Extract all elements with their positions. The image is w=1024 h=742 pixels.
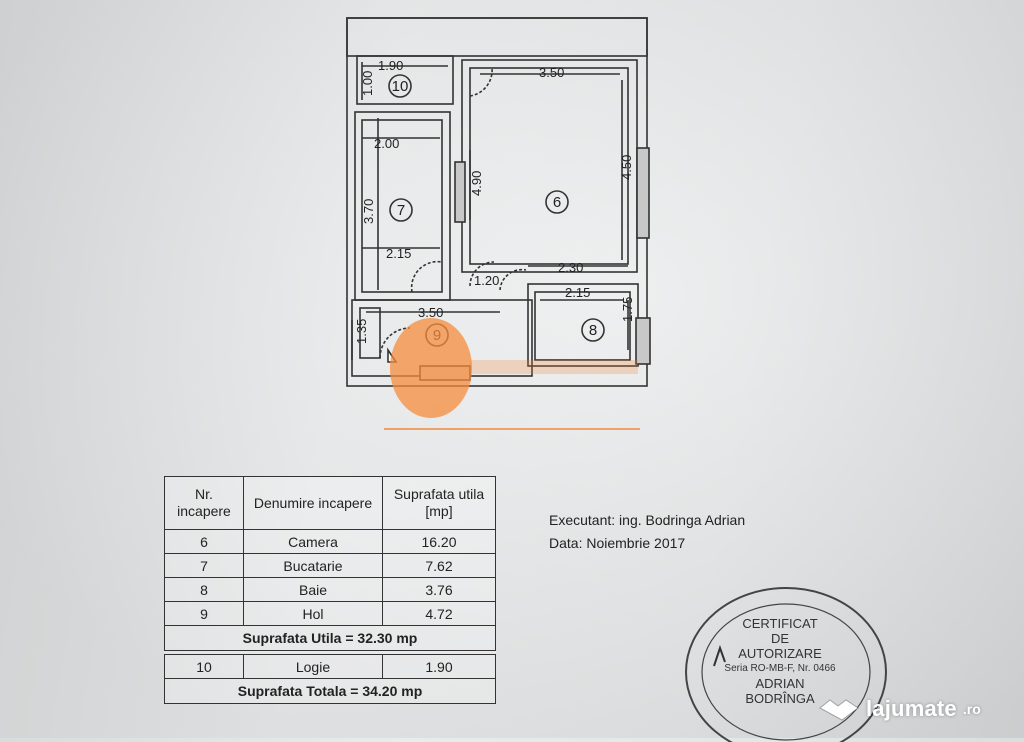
stamp-line: ADRIAN [755,676,805,691]
dim-label: 1.20 [474,273,499,288]
watermark-key-shaft [470,360,638,374]
watermark-underline [384,428,640,430]
cell-name: Logie [243,654,383,679]
col-header-name: Denumire incapere [243,476,383,530]
stamp-line: DE [770,631,790,646]
cell-nr: 6 [164,529,244,554]
table-row: 10 Logie 1.90 [164,654,496,679]
executant-block: Executant: ing. Bodringa Adrian Data: No… [549,509,745,555]
useful-total-row: Suprafata Utila = 32.30 mp [164,625,496,651]
stamp-line: CERTIFICAT [742,616,818,631]
cell-name: Camera [243,529,383,554]
table-row: 6 Camera 16.20 [164,529,496,554]
room-number: 8 [589,322,597,339]
table-row: 7 Bucatarie 7.62 [164,553,496,578]
grand-total-row: Suprafata Totala = 34.20 mp [164,678,496,704]
cell-name: Bucatarie [243,553,383,578]
cell-nr: 10 [164,654,244,679]
stamp-text: CERTIFICAT DE AUTORIZARE Seria RO-MB-F, … [705,616,855,706]
logo-brand: lajumate [866,696,957,721]
room-number: 6 [553,194,561,211]
dim-label: 3.70 [361,199,376,224]
cell-name: Baie [243,577,383,602]
cell-area: 16.20 [382,529,496,554]
dim-label: 2.15 [386,246,411,261]
table-row: 8 Baie 3.76 [164,577,496,602]
col-header-area: Suprafata utila [mp] [382,476,496,530]
logo-tld: .ro [962,701,981,717]
room-number: 10 [392,78,409,95]
cell-area: 7.62 [382,553,496,578]
grand-total: Suprafata Totala = 34.20 mp [164,678,496,704]
stamp-line: Seria RO-MB-F, Nr. 0466 [724,663,836,674]
dim-label: 4.90 [469,171,484,196]
dim-label: 1.75 [620,297,635,322]
dim-label: 4.50 [619,155,634,180]
watermark-key-icon [390,318,472,418]
table-header-row: Nr. incapere Denumire incapere Suprafata… [164,476,496,530]
room-number: 7 [397,202,405,219]
executant-date: Data: Noiembrie 2017 [549,535,686,551]
dim-label: 1.90 [378,58,403,73]
col-header-nr: Nr. incapere [164,476,244,530]
table-row: 9 Hol 4.72 [164,601,496,626]
handshake-icon [819,699,859,721]
cell-area: 1.90 [382,654,496,679]
executant-name: Executant: ing. Bodringa Adrian [549,512,746,528]
dim-label: 3.50 [418,305,443,320]
stamp-line: BODRÎNGA [745,691,815,706]
cell-nr: 9 [164,601,244,626]
useful-total: Suprafata Utila = 32.30 mp [164,625,496,651]
dim-label: 2.30 [558,260,583,275]
cell-nr: 8 [164,577,244,602]
dim-label: 1.35 [354,319,369,344]
cell-nr: 7 [164,553,244,578]
stamp-line: AUTORIZARE [738,646,822,661]
dim-label: 3.50 [539,65,564,80]
dim-label: 2.00 [374,136,399,151]
area-table: Nr. incapere Denumire incapere Suprafata… [164,476,496,704]
lajumate-logo: lajumate .ro [818,694,981,724]
dim-label: 1.00 [360,71,375,96]
cell-area: 4.72 [382,601,496,626]
cell-name: Hol [243,601,383,626]
dim-label: 2.15 [565,285,590,300]
cell-area: 3.76 [382,577,496,602]
